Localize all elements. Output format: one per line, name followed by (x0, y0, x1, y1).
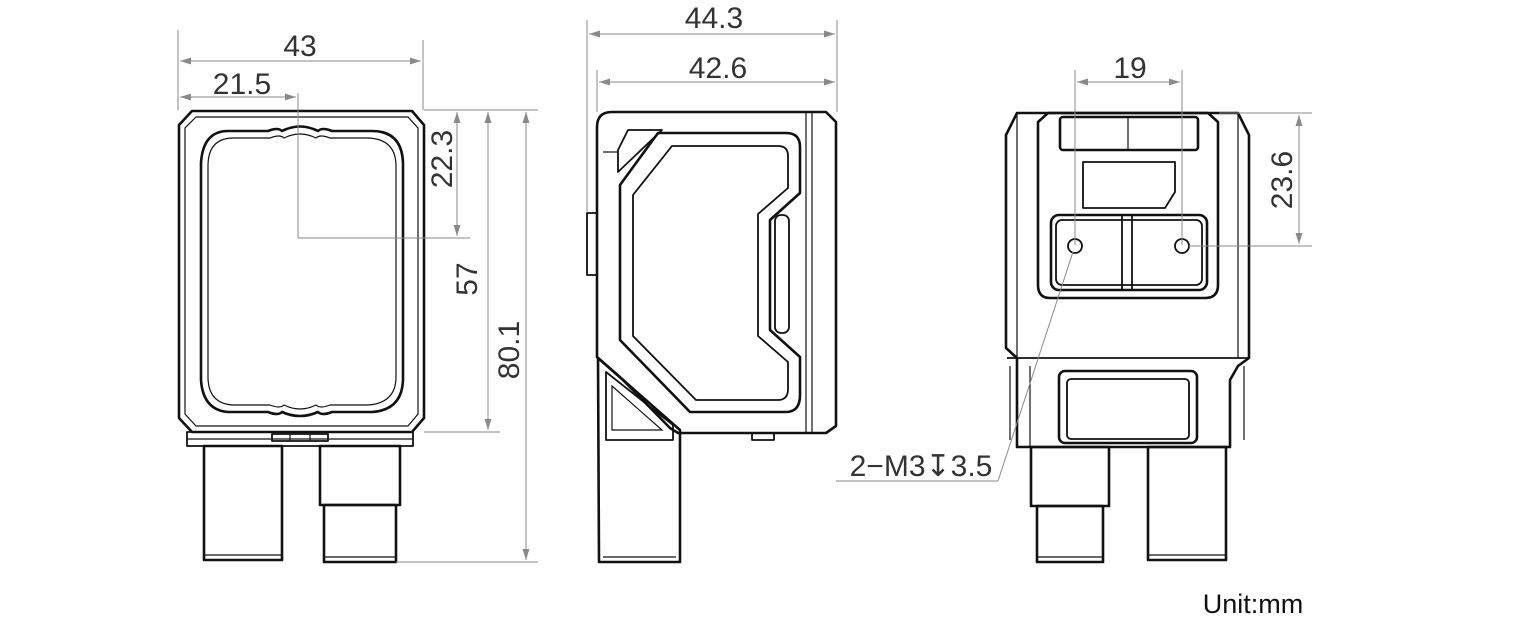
side-connector (596, 356, 682, 564)
dim-width-43: 43 (283, 30, 316, 63)
back-mount-plate (1049, 213, 1209, 292)
dim-width-21-5: 21.5 (213, 68, 271, 101)
front-view (177, 109, 426, 564)
side-view (586, 110, 838, 564)
back-rear-frame (1036, 111, 1220, 300)
side-corner-detail (617, 129, 663, 173)
thread-note: 2−M3↧3.5 (850, 450, 993, 483)
front-latch (271, 433, 329, 442)
front-connector-right-lower (322, 503, 398, 564)
back-dimensions (836, 70, 1312, 482)
back-top-bar (1058, 115, 1200, 152)
back-connector-left-upper (1029, 445, 1111, 508)
front-window (199, 125, 405, 418)
back-view (1004, 111, 1251, 564)
front-housing-outline (177, 109, 426, 434)
front-dimensions (177, 30, 538, 563)
unit-note: Unit:mm (1203, 589, 1304, 619)
side-housing-outline (595, 110, 838, 435)
side-tab (586, 212, 598, 276)
dim-height-57: 57 (451, 262, 484, 295)
back-middle-block (1082, 161, 1176, 209)
dim-height-80-1: 80.1 (493, 321, 526, 379)
front-window-inner (207, 133, 397, 410)
side-bottom-nub (751, 432, 775, 441)
dim-height-22-3: 22.3 (426, 130, 459, 188)
side-dimensions (586, 20, 838, 212)
back-connector-left-lower (1035, 504, 1105, 564)
dim-depth-42-6: 42.6 (689, 52, 747, 85)
front-housing-bevel (184, 116, 419, 427)
side-lens-panel (618, 131, 802, 414)
side-lens-panel-inner (632, 145, 789, 401)
back-lower-window (1057, 369, 1199, 445)
dim-hole-height-23-6: 23.6 (1266, 151, 1299, 209)
dim-depth-44-3: 44.3 (685, 2, 743, 35)
dim-hole-spacing-19: 19 (1113, 52, 1146, 85)
side-slot (774, 214, 790, 334)
front-connector-left (202, 444, 284, 562)
back-connector-right (1146, 445, 1228, 562)
front-connector-right-upper (318, 444, 402, 507)
back-housing-outline (1004, 111, 1251, 449)
